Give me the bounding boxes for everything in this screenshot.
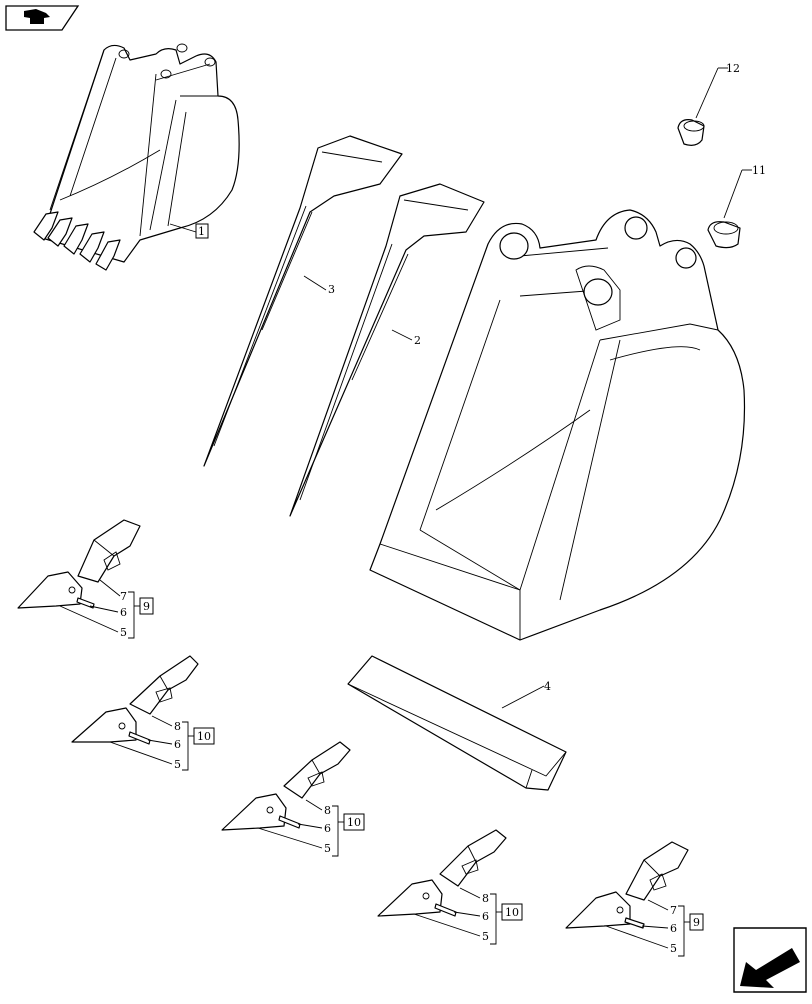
callout-2: 2 [414,334,421,347]
callout-box-g3 [343,813,365,831]
next-page-arrow-icon[interactable] [733,927,807,993]
side-plate-3 [203,135,403,467]
callout-g2-group: 10 [197,730,211,743]
callout-g1-c: 5 [120,626,127,639]
callout-g2-b: 6 [174,738,181,751]
callout-box-g4 [501,903,523,921]
tooth-group-3 [221,741,351,831]
book-page-nav-icon[interactable] [5,5,80,31]
callout-12: 12 [726,62,740,75]
callout-4: 4 [544,680,551,693]
callout-g1-group: 9 [143,600,150,613]
cutting-edge-4 [347,655,567,791]
large-bucket [369,209,746,641]
callout-3: 3 [328,283,335,296]
callout-g5-c: 5 [670,942,677,955]
tooth-group-2 [71,655,199,745]
callout-1: 1 [198,225,205,238]
bushing-11 [707,221,741,249]
leader-2 [391,329,413,341]
leader-4 [501,685,545,709]
callout-g5-b: 6 [670,922,677,935]
callout-g4-a: 8 [482,892,489,905]
callout-g1-a: 7 [120,590,127,603]
leader-1 [169,223,197,233]
tooth-group-4 [377,829,507,917]
bushing-12 [677,119,705,146]
tooth-group-1 [17,519,141,609]
callout-g3-a: 8 [324,804,331,817]
callout-g5-group: 9 [693,916,700,929]
callout-g1-b: 6 [120,606,127,619]
callout-box-g1 [139,597,154,615]
callout-11: 11 [752,164,766,177]
side-plate-2 [289,183,485,517]
tooth-group-5 [565,841,689,929]
callout-g4-b: 6 [482,910,489,923]
callout-box-1 [195,223,209,239]
leader-3 [303,275,327,291]
callout-box-g5 [689,913,704,931]
leader-12 [695,67,719,119]
callout-g4-group: 10 [505,906,519,919]
leader-11 [723,169,743,219]
callout-g3-c: 5 [324,842,331,855]
callout-g5-a: 7 [670,904,677,917]
small-bucket-assembly [33,43,240,271]
callout-box-g2 [193,727,215,745]
callout-g3-b: 6 [324,822,331,835]
callout-g4-c: 5 [482,930,489,943]
callout-g2-c: 5 [174,758,181,771]
callout-g3-group: 10 [347,816,361,829]
callout-g2-a: 8 [174,720,181,733]
